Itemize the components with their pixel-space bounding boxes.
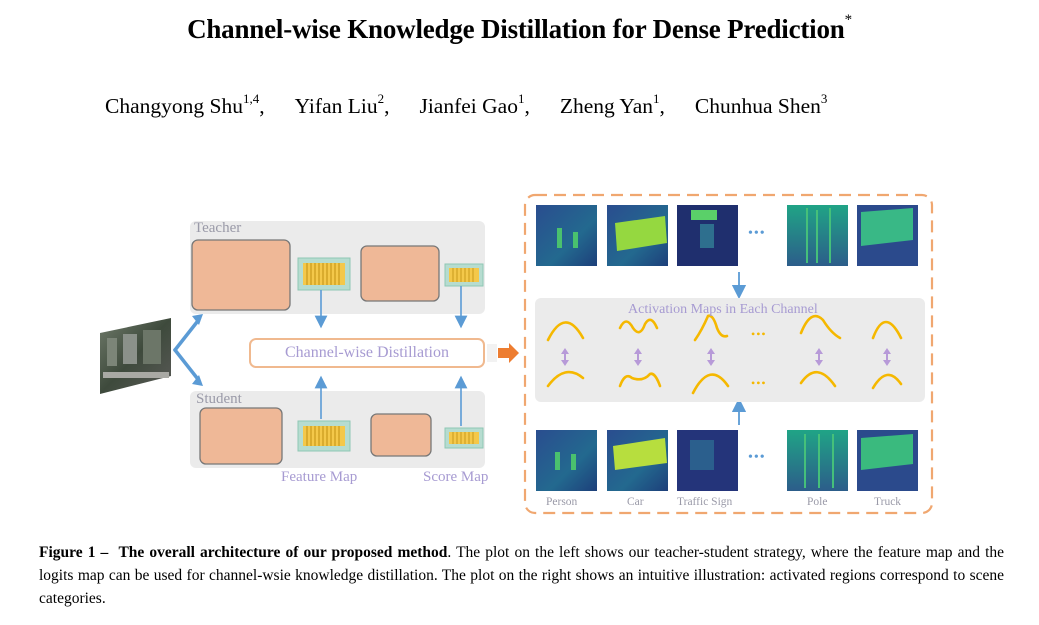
author: Yifan Liu2, [294, 91, 390, 118]
input-street-image [100, 318, 171, 394]
orange-arrow [498, 343, 519, 363]
figure-caption: Figure 1 – The overall architecture of o… [39, 541, 1004, 610]
channel-wise-distillation-box: Channel-wise Distillation [249, 338, 485, 368]
architecture-figure: Teacher Student Channel-wise Distillatio… [95, 188, 945, 523]
author-list: Changyong Shu1,4, Yifan Liu2, Jianfei Gao1… [105, 91, 828, 119]
student-block [370, 413, 432, 457]
teacher-heatmaps [536, 205, 918, 266]
paper-title: Channel-wise Knowledge Distillation for … [187, 12, 852, 44]
teacher-score-map [444, 263, 484, 287]
ellipsis: ••• [748, 226, 766, 241]
category-label-truck: Truck [874, 496, 902, 508]
student-block [199, 407, 283, 465]
caption-label: Figure 1 – [39, 544, 109, 561]
activation-dashed-box [523, 193, 934, 515]
student-heatmaps [536, 430, 918, 491]
caption-text: . The plot on the left shows our teacher… [39, 544, 1005, 607]
author: Changyong Shu1,4, [105, 91, 265, 118]
caption-bold: The overall architecture of our proposed… [118, 544, 448, 561]
teacher-block [360, 245, 440, 302]
teacher-block [191, 239, 291, 311]
category-label-pole: Pole [807, 496, 828, 508]
ellipsis: ••• [748, 450, 766, 465]
score-map-label: Score Map [423, 469, 489, 485]
architecture-diagram [100, 193, 934, 515]
feature-map-label: Feature Map [281, 469, 358, 485]
author: Chunhua Shen3 [694, 91, 828, 118]
category-label-person: Person [546, 496, 578, 508]
distillation-label: Channel-wise Distillation [285, 344, 449, 361]
category-label-traffic-sign: Traffic Sign [677, 496, 733, 508]
student-feature-map [297, 420, 351, 452]
teacher-feature-map [297, 257, 351, 291]
author: Jianfei Gao1, [419, 91, 530, 118]
category-label-car: Car [627, 496, 644, 508]
activation-maps-label: Activation Maps in Each Channel [628, 302, 818, 317]
student-score-map [444, 427, 484, 449]
compare-arrows [561, 348, 891, 366]
teacher-label: Teacher [194, 220, 242, 236]
author: Zheng Yan1, [559, 91, 665, 118]
ellipsis: ••• [751, 376, 767, 390]
ellipsis: ••• [751, 327, 767, 341]
student-label: Student [196, 391, 242, 407]
